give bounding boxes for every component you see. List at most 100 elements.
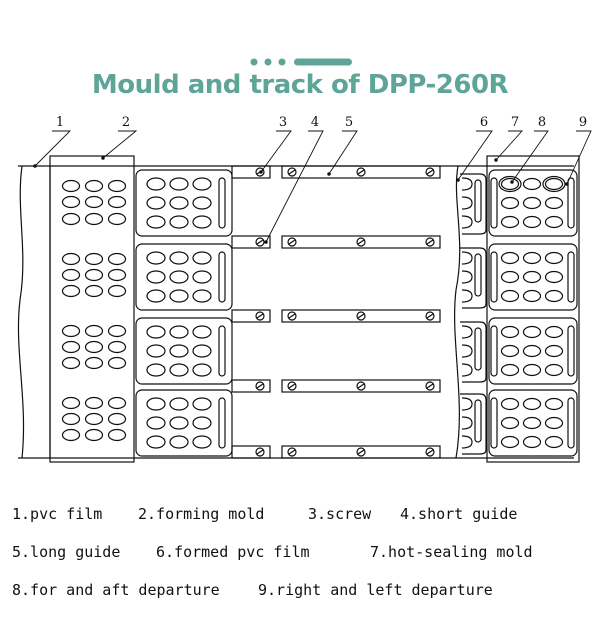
formed-card xyxy=(135,389,233,457)
blister xyxy=(169,215,189,229)
leader-tip xyxy=(494,158,498,162)
blister xyxy=(192,325,212,339)
blister xyxy=(169,270,189,284)
screw-slot xyxy=(288,169,296,175)
card-slot xyxy=(218,325,226,377)
cavity xyxy=(61,284,81,298)
blister xyxy=(192,344,212,358)
sealing-cavity xyxy=(500,289,520,303)
sealing-cavity xyxy=(544,196,564,210)
blister xyxy=(169,289,189,303)
cavity xyxy=(107,195,127,209)
cavity xyxy=(84,356,104,370)
formed-card xyxy=(135,317,233,385)
screw-slot xyxy=(256,383,264,389)
cavity xyxy=(107,212,127,226)
blister-partial xyxy=(461,397,473,411)
screw-head xyxy=(356,447,366,457)
blister xyxy=(146,363,166,377)
cavity xyxy=(84,428,104,442)
sealing-cell xyxy=(488,389,578,457)
screw-head xyxy=(255,167,265,177)
legend-item: 6.formed pvc film xyxy=(156,543,310,561)
blister xyxy=(192,416,212,430)
callout-number: 5 xyxy=(345,115,353,130)
sealing-cavity xyxy=(522,270,542,284)
sealing-cell xyxy=(488,243,578,311)
cavity xyxy=(61,179,81,193)
blister xyxy=(146,215,166,229)
leader-lines xyxy=(33,130,592,244)
callout-number: 9 xyxy=(579,115,587,130)
card-slot xyxy=(218,177,226,229)
sealing-cavity xyxy=(522,435,542,449)
screw-slot xyxy=(256,449,264,455)
screw-head xyxy=(255,381,265,391)
legend-item: 3.screw xyxy=(308,505,372,523)
callout-number: 6 xyxy=(480,115,488,130)
screw-slot xyxy=(426,449,434,455)
cell-slot xyxy=(567,177,575,229)
screw-slot xyxy=(288,449,296,455)
leader-line xyxy=(457,130,493,181)
blister xyxy=(192,270,212,284)
legend-item: 5.long guide xyxy=(12,543,121,561)
cavity xyxy=(61,356,81,370)
sealing-cavity xyxy=(544,344,564,358)
sealing-cavity xyxy=(500,344,520,358)
cavity xyxy=(107,412,127,426)
blister xyxy=(192,289,212,303)
cavity xyxy=(84,195,104,209)
callout-number: 8 xyxy=(538,115,546,130)
formed-card-partial xyxy=(460,321,487,383)
sealing-cavity xyxy=(500,196,520,210)
callout-number: 4 xyxy=(311,115,319,130)
formed-pvc-film xyxy=(135,165,487,459)
blister xyxy=(192,397,212,411)
cavity xyxy=(107,284,127,298)
sealing-cavity xyxy=(522,215,542,229)
screw-head xyxy=(425,237,435,247)
screw-slot xyxy=(357,449,365,455)
leader-line xyxy=(566,130,592,185)
screw-head xyxy=(425,447,435,457)
formed-card xyxy=(135,169,233,237)
sealing-cavity xyxy=(522,289,542,303)
card-slot xyxy=(474,179,482,223)
cavity xyxy=(61,195,81,209)
sealing-cavity xyxy=(544,435,564,449)
screw-slot xyxy=(256,313,264,319)
screw-slot xyxy=(357,383,365,389)
long-guide xyxy=(281,235,441,249)
screw-head xyxy=(287,311,297,321)
leader-tip xyxy=(264,240,268,244)
sealing-cavity xyxy=(522,416,542,430)
sealing-cavity xyxy=(522,344,542,358)
card-slot xyxy=(218,397,226,449)
card-slot xyxy=(474,399,482,443)
formed-card-partial xyxy=(460,247,487,309)
screw-slot xyxy=(256,239,264,245)
blister xyxy=(169,397,189,411)
blister-partial xyxy=(461,344,473,358)
leader-line xyxy=(265,130,324,243)
cavity xyxy=(107,324,127,338)
blister xyxy=(146,397,166,411)
screw-head xyxy=(425,311,435,321)
dot xyxy=(278,58,286,66)
forming-plate xyxy=(49,155,135,463)
blister xyxy=(146,416,166,430)
legend-item: 9.right and left departure xyxy=(258,581,493,599)
blister xyxy=(146,270,166,284)
cavity xyxy=(84,268,104,282)
blister xyxy=(192,363,212,377)
leader-line xyxy=(34,130,72,167)
blister xyxy=(169,325,189,339)
cavity xyxy=(107,268,127,282)
sealing-cavity xyxy=(522,363,542,377)
cavity xyxy=(107,428,127,442)
legend-item: 4.short guide xyxy=(400,505,518,523)
cavity xyxy=(61,412,81,426)
